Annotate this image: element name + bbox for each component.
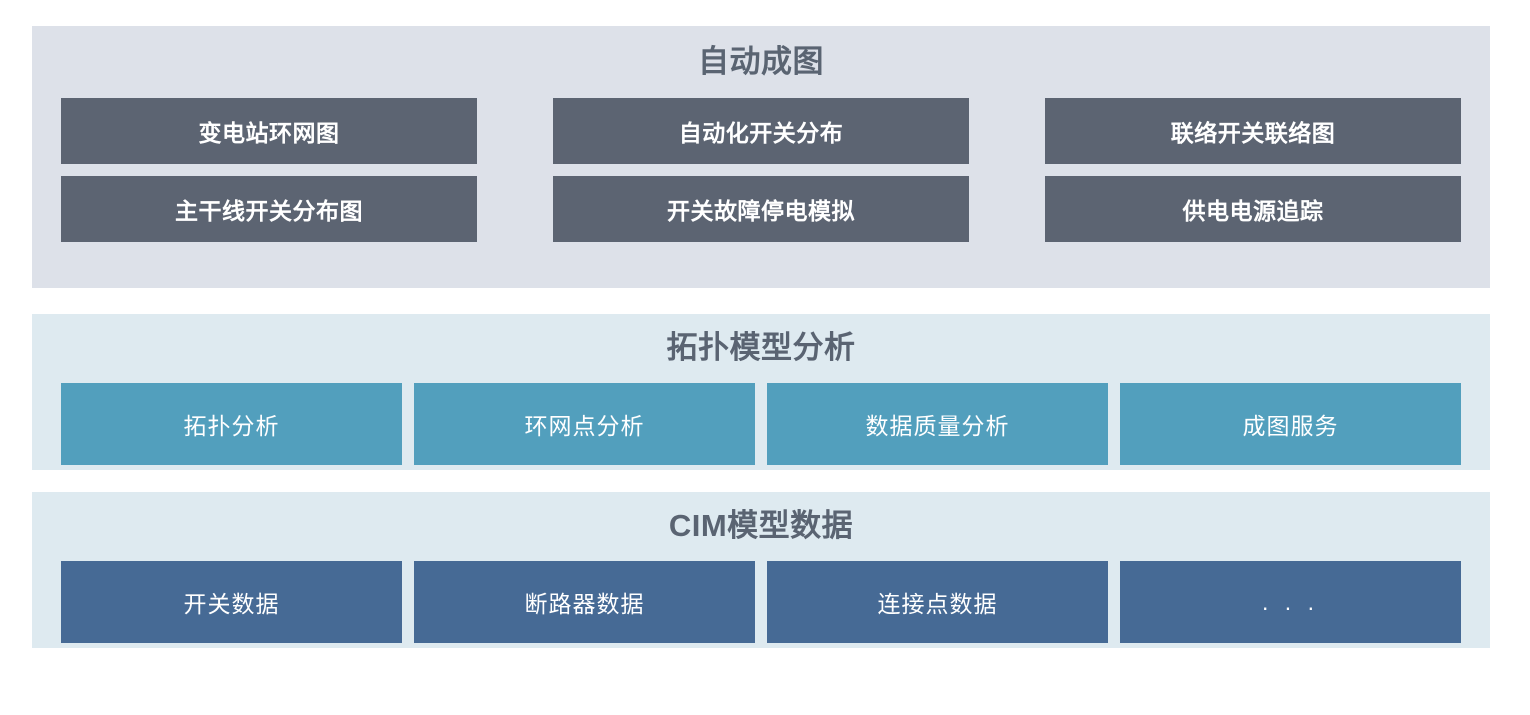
section-title-topology-model-analysis: 拓扑模型分析 (666, 330, 856, 365)
button-more-data[interactable]: . . . (1120, 561, 1461, 643)
section-auto-mapping: 自动成图 变电站环网图 自动化开关分布 联络开关联络图 主干线开关分布图 开关故… (32, 26, 1490, 288)
button-substation-ring-network-diagram[interactable]: 变电站环网图 (61, 98, 477, 164)
section-gap-1 (32, 288, 1490, 314)
diagram-stack: 自动成图 变电站环网图 自动化开关分布 联络开关联络图 主干线开关分布图 开关故… (32, 26, 1490, 648)
button-data-quality-analysis[interactable]: 数据质量分析 (767, 383, 1108, 465)
section-topology-model-analysis: 拓扑模型分析 拓扑分析 环网点分析 数据质量分析 成图服务 (32, 314, 1490, 470)
button-tie-switch-connection-diagram[interactable]: 联络开关联络图 (1045, 98, 1461, 164)
section-title-auto-mapping: 自动成图 (698, 44, 824, 79)
button-trunk-line-switch-distribution-diagram[interactable]: 主干线开关分布图 (61, 176, 477, 242)
section-title-cim-model-data: CIM模型数据 (668, 508, 854, 543)
button-topology-analysis[interactable]: 拓扑分析 (61, 383, 402, 465)
button-row-topology-analysis: 拓扑分析 环网点分析 数据质量分析 成图服务 (61, 383, 1461, 465)
section-cim-model-data: CIM模型数据 开关数据 断路器数据 连接点数据 . . . (32, 492, 1490, 648)
section-gap-2 (32, 470, 1490, 492)
button-row-auto-mapping-1: 变电站环网图 自动化开关分布 联络开关联络图 (61, 98, 1461, 164)
button-automation-switch-distribution[interactable]: 自动化开关分布 (553, 98, 969, 164)
button-circuit-breaker-data[interactable]: 断路器数据 (414, 561, 755, 643)
button-power-supply-source-tracing[interactable]: 供电电源追踪 (1045, 176, 1461, 242)
button-mapping-service[interactable]: 成图服务 (1120, 383, 1461, 465)
button-ring-network-point-analysis[interactable]: 环网点分析 (414, 383, 755, 465)
button-switch-fault-outage-simulation[interactable]: 开关故障停电模拟 (553, 176, 969, 242)
button-switch-data[interactable]: 开关数据 (61, 561, 402, 643)
button-row-cim-model-data: 开关数据 断路器数据 连接点数据 . . . (61, 561, 1461, 643)
button-row-auto-mapping-2: 主干线开关分布图 开关故障停电模拟 供电电源追踪 (61, 176, 1461, 242)
button-connectivity-node-data[interactable]: 连接点数据 (767, 561, 1108, 643)
